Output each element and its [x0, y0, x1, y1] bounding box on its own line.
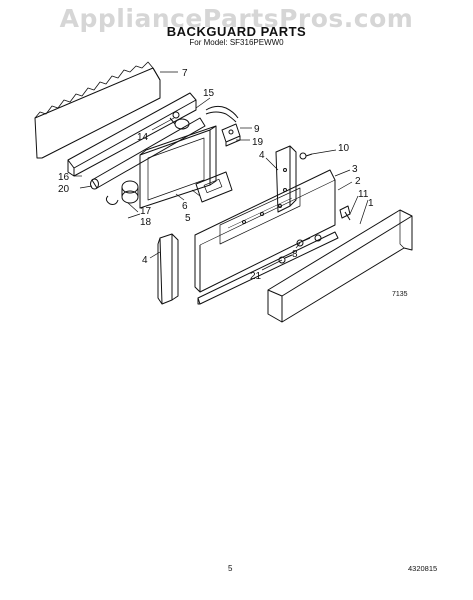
diagram-title: BACKGUARD PARTS: [166, 24, 307, 39]
part-15-wires: [205, 105, 239, 123]
label-part-7: 7: [182, 68, 188, 79]
label-part-10: 10: [338, 143, 350, 154]
part-2-trim-strip: [197, 231, 339, 305]
part-3-control-panel: [194, 169, 336, 293]
label-part-17: 17: [140, 206, 152, 217]
label-part-2: 2: [355, 176, 361, 187]
part-14-lamp: [169, 111, 190, 130]
figure-code: 7135: [392, 291, 408, 298]
part-8-screw: [296, 237, 311, 247]
label-part-4-right: 4: [259, 150, 265, 161]
label-part-14: 14: [137, 132, 149, 143]
part-9-switch: [221, 123, 241, 147]
label-part-1: 1: [368, 198, 374, 209]
label-part-20: 20: [58, 184, 70, 195]
label-part-15: 15: [203, 88, 215, 99]
label-part-16: 16: [58, 172, 70, 183]
label-part-4-left: 4: [142, 255, 148, 266]
part-4-right-bracket: [275, 145, 297, 213]
part-5-timer: [195, 171, 233, 203]
page-number: 5: [228, 564, 233, 573]
label-part-18: 18: [140, 217, 152, 228]
part-6-window-frame: [139, 125, 217, 209]
part-21-screw: [278, 254, 293, 264]
document-number: 4320815: [408, 564, 438, 573]
label-part-19: 19: [252, 137, 264, 148]
label-part-6: 6: [182, 201, 188, 212]
part-4-left-bracket: [157, 233, 179, 305]
watermark: AppliancePartsPros.com: [59, 4, 414, 33]
part-17-knob: [121, 180, 139, 204]
label-part-3: 3: [352, 164, 358, 175]
part-11-screw: [339, 205, 351, 221]
label-part-5: 5: [185, 213, 191, 224]
label-part-11: 11: [358, 189, 369, 200]
model-subtitle: For Model: SF316PEWW0: [189, 38, 284, 47]
part-labels: 7 15 14 9 19 10 4 3 2 11 1 16 20 6 5 17 …: [58, 68, 408, 298]
part-20-tube: [90, 117, 206, 190]
label-part-9: 9: [254, 124, 260, 135]
part-10-screw: [299, 152, 313, 160]
part-8b-screw: [314, 234, 322, 242]
label-part-21: 21: [250, 271, 262, 282]
label-part-8: 8: [292, 249, 298, 260]
part-1-end-cap: [267, 209, 413, 323]
part-18-clip: [105, 195, 119, 205]
leader-lines: [74, 71, 369, 271]
part-7-rear-panel: [34, 61, 161, 159]
